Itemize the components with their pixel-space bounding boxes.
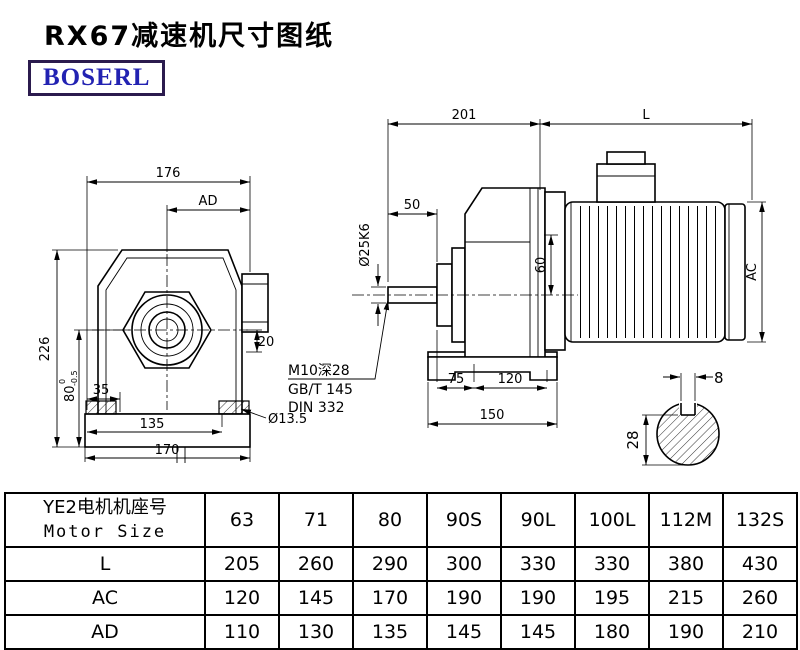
foot-pad-right [218, 400, 250, 415]
housing-inner-line [105, 257, 237, 414]
dim-60-label: 60 [534, 257, 549, 274]
dim-135-label: 135 [140, 417, 165, 432]
table-cell: 205 [204, 546, 280, 582]
table-row-L: L 205 260 290 300 330 330 380 430 [4, 546, 798, 582]
table-cell: 145 [278, 580, 354, 616]
fan-cover [724, 203, 746, 341]
motor-size-table: YE2电机机座号 Motor Size 63 71 80 90S 90L 100… [4, 492, 798, 650]
bore-circle-2 [140, 303, 194, 357]
header-size-63: 63 [204, 492, 280, 548]
table-row-AD: AD 110 130 135 145 145 180 190 210 [4, 614, 798, 650]
table-cell: 430 [722, 546, 798, 582]
row-label-AC: AC [4, 580, 206, 616]
dim-50-label: 50 [404, 198, 421, 213]
front-view: 176 AD 226 80 0 -0.5 35 135 170 20 Ø13.5 [38, 166, 307, 463]
header-size-90s: 90S [426, 492, 502, 548]
page-title: RX67减速机尺寸图纸 [44, 21, 335, 52]
terminal-box [596, 163, 656, 203]
bore-circle-3 [148, 311, 186, 349]
dim-28-label: 28 [624, 430, 642, 449]
table-cell: 135 [352, 614, 428, 650]
table-header-row: YE2电机机座号 Motor Size 63 71 80 90S 90L 100… [4, 492, 798, 548]
table-cell: 190 [426, 580, 502, 616]
header-size-100l: 100L [574, 492, 650, 548]
dim-176-label: 176 [156, 166, 181, 181]
thread-note-line2: GB/T 145 [288, 382, 353, 398]
dim-shaft-label: Ø25K6 [358, 223, 373, 267]
dim-foot-hole-label: Ø13.5 [268, 412, 307, 427]
table-cell: 260 [278, 546, 354, 582]
dim-key-width-label: 8 [714, 369, 724, 387]
dim-170-label: 170 [155, 443, 180, 458]
header-size-71: 71 [278, 492, 354, 548]
thread-note-line3: DIN 332 [288, 400, 345, 416]
terminal-box-cap [606, 151, 646, 165]
dim-201-label: 201 [452, 108, 477, 123]
table-cell: 300 [426, 546, 502, 582]
table-row-AC: AC 120 145 170 190 190 195 215 260 [4, 580, 798, 616]
table-cell: 380 [648, 546, 724, 582]
table-cell: 190 [500, 580, 576, 616]
table-cell: 130 [278, 614, 354, 650]
dim-35-label: 35 [93, 383, 110, 398]
row-label-AD: AD [4, 614, 206, 650]
housing-outline [97, 249, 243, 415]
header-label-en: Motor Size [43, 522, 167, 542]
side-view: 201 L 50 Ø25K6 60 AC M10深28 GB/T 145 DIN… [288, 108, 766, 428]
motor-fins [574, 206, 718, 338]
dim-80-group: 80 0 -0.5 [58, 370, 79, 402]
table-cell: 180 [574, 614, 650, 650]
logo-text: BOSERL [43, 64, 151, 91]
table-cell: 145 [426, 614, 502, 650]
table-cell: 330 [500, 546, 576, 582]
table-cell: 330 [574, 546, 650, 582]
dim-ac-label: AC [745, 263, 760, 281]
table-cell: 170 [352, 580, 428, 616]
bore-circle-1 [131, 294, 203, 366]
header-size-112m: 112M [648, 492, 724, 548]
shaft-end-view: 8 28 [624, 369, 724, 466]
dim-20-label: 20 [258, 335, 275, 350]
table-cell: 190 [648, 614, 724, 650]
dim-80-tol-lower: -0.5 [70, 370, 79, 386]
row-label-L: L [4, 546, 206, 582]
header-motor-size-cell: YE2电机机座号 Motor Size [4, 492, 206, 548]
header-label-cn: YE2电机机座号 [43, 497, 167, 518]
dim-ad-label: AD [199, 194, 218, 209]
table-cell: 195 [574, 580, 650, 616]
technical-drawing: 176 AD 226 80 0 -0.5 35 135 170 20 Ø13.5 [38, 108, 766, 466]
table-cell: 145 [500, 614, 576, 650]
bore-circle-4 [155, 318, 179, 342]
dim-226-label: 226 [38, 337, 53, 362]
dim-L-label: L [642, 108, 650, 123]
side-protrusion-box [241, 273, 269, 333]
dim-120-label: 120 [498, 372, 523, 387]
table-cell: 210 [722, 614, 798, 650]
header-size-132s: 132S [722, 492, 798, 548]
table-cell: 215 [648, 580, 724, 616]
foot-pad-left [85, 400, 117, 415]
logo-box: BOSERL [28, 60, 166, 96]
table-cell: 110 [204, 614, 280, 650]
thread-note-line1: M10深28 [288, 363, 350, 379]
table-cell: 260 [722, 580, 798, 616]
dim-80-tol-upper: 0 [58, 379, 67, 384]
header-size-80: 80 [352, 492, 428, 548]
dim-150-label: 150 [480, 408, 505, 423]
dim-75-label: 75 [448, 372, 465, 387]
dim-80-label: 80 [63, 385, 78, 402]
gearbox-housing [464, 187, 546, 358]
table-cell: 120 [204, 580, 280, 616]
table-cell: 290 [352, 546, 428, 582]
header-size-90l: 90L [500, 492, 576, 548]
